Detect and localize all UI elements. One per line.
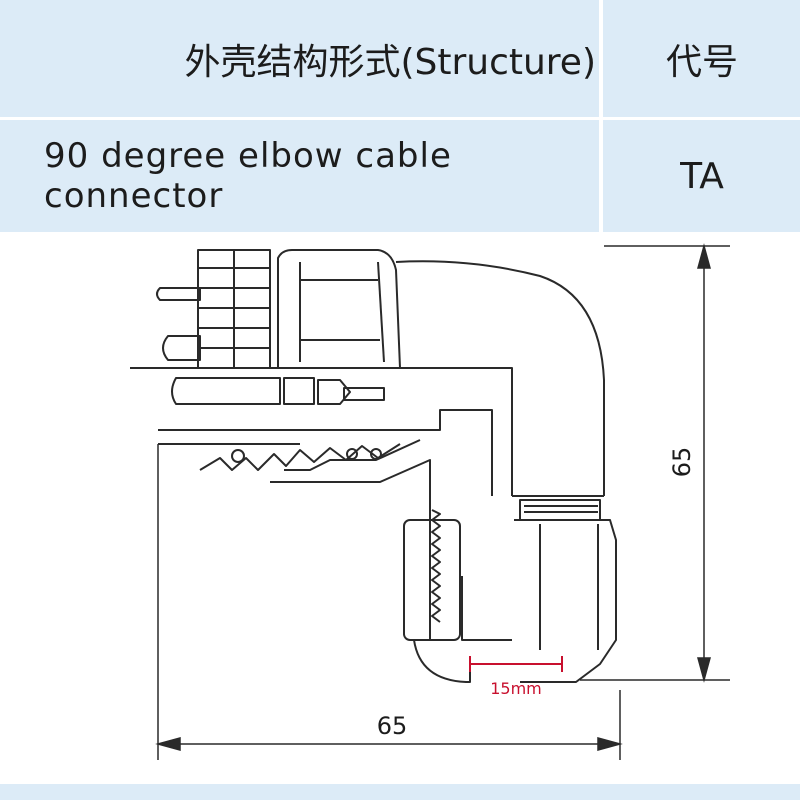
coupling-nut xyxy=(277,249,401,369)
table-divider-horizontal xyxy=(0,117,800,120)
thread-section xyxy=(199,439,431,500)
structure-value: 90 degree elbow cable connector xyxy=(44,136,452,216)
table-divider-vertical xyxy=(599,0,603,232)
spec-table: 外壳结构形式(Structure) 代号 90 degree elbow cab… xyxy=(0,0,800,232)
header-code: 代号 xyxy=(665,42,738,83)
code-value: TA xyxy=(680,155,724,197)
dimension-lines xyxy=(155,243,730,760)
dim-width-label: 65 xyxy=(377,712,408,740)
contact-pins xyxy=(156,287,201,361)
cable-dimension xyxy=(469,656,563,672)
plug-body xyxy=(197,249,271,369)
bottom-strip xyxy=(0,784,800,800)
connector-drawing: 65 65 15mm xyxy=(130,243,730,760)
cable-gland xyxy=(403,500,617,683)
header-structure: 外壳结构形式(Structure) xyxy=(184,42,596,83)
internal-contact xyxy=(158,377,493,496)
dim-height-label: 65 xyxy=(668,447,696,478)
dim-cable-label: 15mm xyxy=(490,679,542,698)
